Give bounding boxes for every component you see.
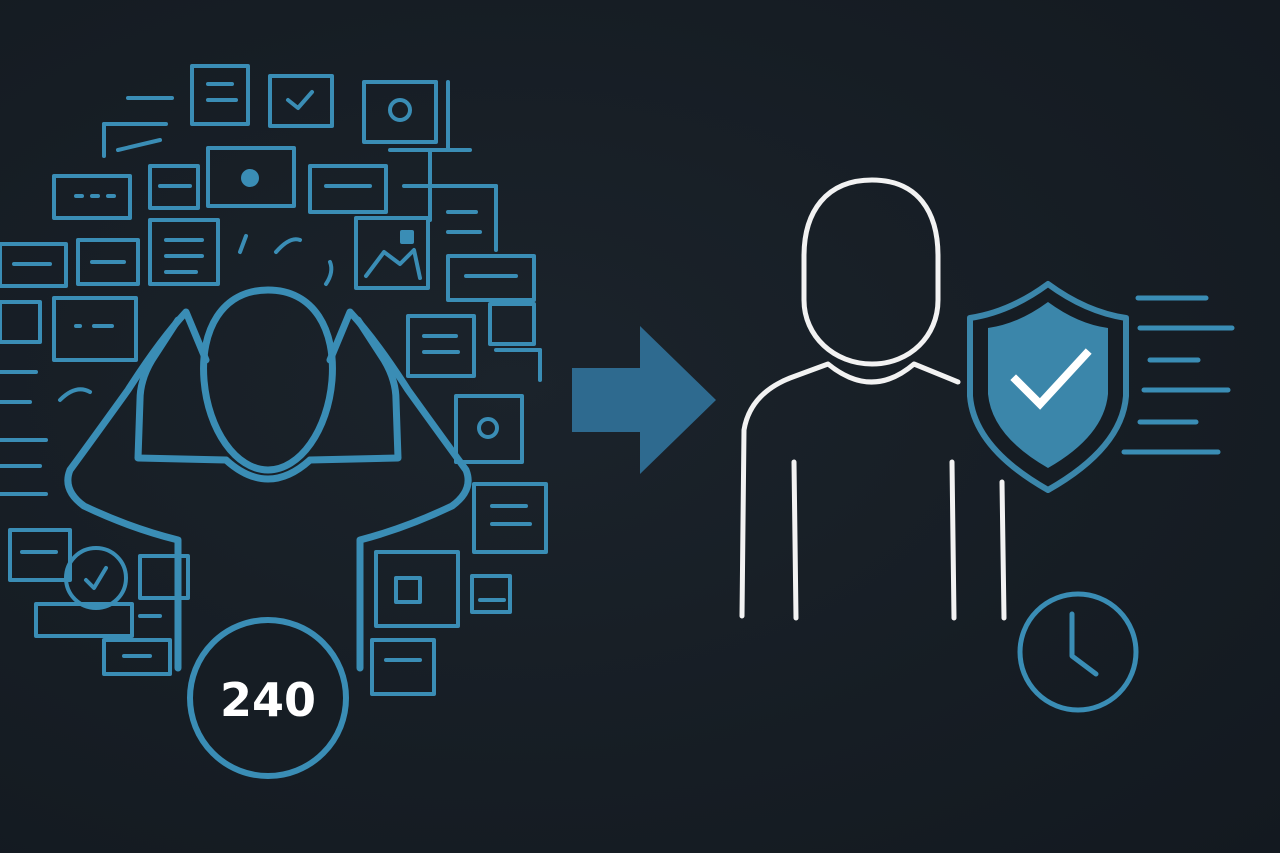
card-icon <box>52 174 132 220</box>
card-icon <box>138 554 190 600</box>
checkmark-icon <box>1010 348 1092 410</box>
notification-count: 240 <box>220 673 316 727</box>
speed-lines-icon <box>1121 295 1235 455</box>
card-icon <box>206 146 296 208</box>
card-icon <box>52 296 138 362</box>
card-icon <box>0 300 42 344</box>
badge-circle <box>187 617 349 779</box>
card-icon <box>472 482 548 554</box>
card-icon <box>8 528 72 582</box>
notification-count-badge: 240 <box>187 617 349 779</box>
card-icon <box>406 314 476 378</box>
card-icon <box>308 164 388 214</box>
notification-cards-icon <box>0 64 548 696</box>
right-arrow-icon <box>572 326 716 474</box>
card-icon <box>362 80 438 144</box>
card-icon <box>370 638 436 696</box>
card-icon <box>354 216 430 290</box>
card-icon <box>34 602 134 638</box>
shield-check-icon <box>967 281 1129 493</box>
calm-person-icon <box>739 177 1007 621</box>
card-icon <box>0 242 68 288</box>
card-icon <box>190 64 250 126</box>
card-icon <box>454 394 524 464</box>
card-icon <box>148 164 200 210</box>
card-icon <box>102 638 172 676</box>
card-icon <box>488 302 536 346</box>
clock-icon <box>1017 591 1139 713</box>
stressed-person-icon <box>64 286 472 672</box>
card-icon <box>76 238 140 286</box>
card-icon <box>374 550 460 628</box>
card-icon <box>268 74 334 128</box>
card-icon <box>446 254 536 302</box>
card-icon <box>148 218 220 286</box>
card-icon <box>470 574 512 614</box>
